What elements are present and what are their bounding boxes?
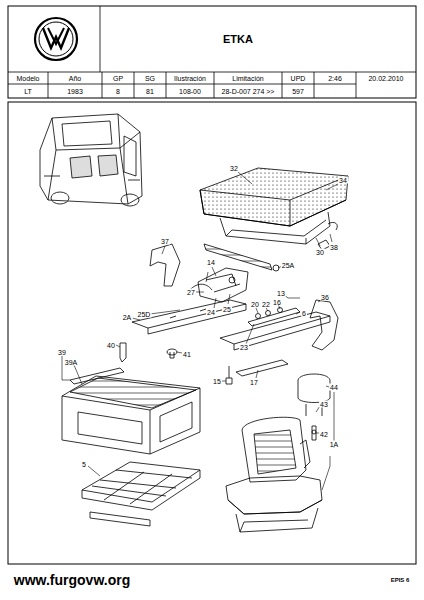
callout-number: 14 <box>206 259 216 266</box>
callout-number: 23 <box>239 344 249 351</box>
table-cell: Ilustración <box>174 75 206 82</box>
callout-number: 15 <box>212 378 222 385</box>
callout-number: 39A <box>64 359 78 366</box>
table-cell: 1983 <box>67 88 83 95</box>
callout-number: 37 <box>160 238 170 245</box>
table-cell: 108-00 <box>179 88 201 95</box>
callout-number: 25 <box>222 306 232 313</box>
table-cell: Modelo <box>17 75 40 82</box>
callout-number: 41 <box>182 351 192 358</box>
callout-number: 6 <box>301 310 307 317</box>
callout-number: 25A <box>281 262 295 269</box>
callout-number: 27 <box>186 289 196 296</box>
callout-number: 32 <box>229 165 239 172</box>
table-cell: SG <box>145 75 155 82</box>
table-cell: 28-D-007 274 >> <box>222 88 275 95</box>
callout-number: 16 <box>272 299 282 306</box>
page-title: ETKA <box>223 34 253 45</box>
table-cell: 597 <box>292 88 304 95</box>
callout-number: 5 <box>81 461 87 468</box>
callout-number: 30 <box>315 249 325 256</box>
callout-number: 44 <box>329 384 339 391</box>
callout-number: 42 <box>319 431 329 438</box>
table-cell: LT <box>24 88 32 95</box>
callout-number: 13 <box>276 290 286 297</box>
callout-number: 24 <box>206 309 216 316</box>
callout-number: 25D <box>137 311 152 318</box>
callout-number: 36 <box>320 294 330 301</box>
table-cell: Limitación <box>232 75 264 82</box>
callout-number: 43 <box>319 401 329 408</box>
callout-number: 20 <box>250 301 260 308</box>
callout-number: 40 <box>106 342 116 349</box>
table-cell: GP <box>113 75 123 82</box>
callout-number: 22 <box>261 301 271 308</box>
callout-number: 34 <box>338 177 348 184</box>
page-code: EPIS 6 <box>391 577 410 583</box>
table-cell: 2:46 <box>328 75 342 82</box>
table-cell: UPD <box>291 75 306 82</box>
table-cell: Año <box>69 75 81 82</box>
callout-number: 2A <box>122 314 133 321</box>
table-cell: 20.02.2010 <box>368 75 403 82</box>
callout-number: 39 <box>57 349 67 356</box>
callout-number: 17 <box>249 379 259 386</box>
table-cell: 81 <box>146 88 154 95</box>
callout-number: 38 <box>329 244 339 251</box>
table-cell: 8 <box>116 88 120 95</box>
watermark: www.furgovw.org <box>14 573 130 587</box>
callout-number: 1A <box>329 441 340 448</box>
